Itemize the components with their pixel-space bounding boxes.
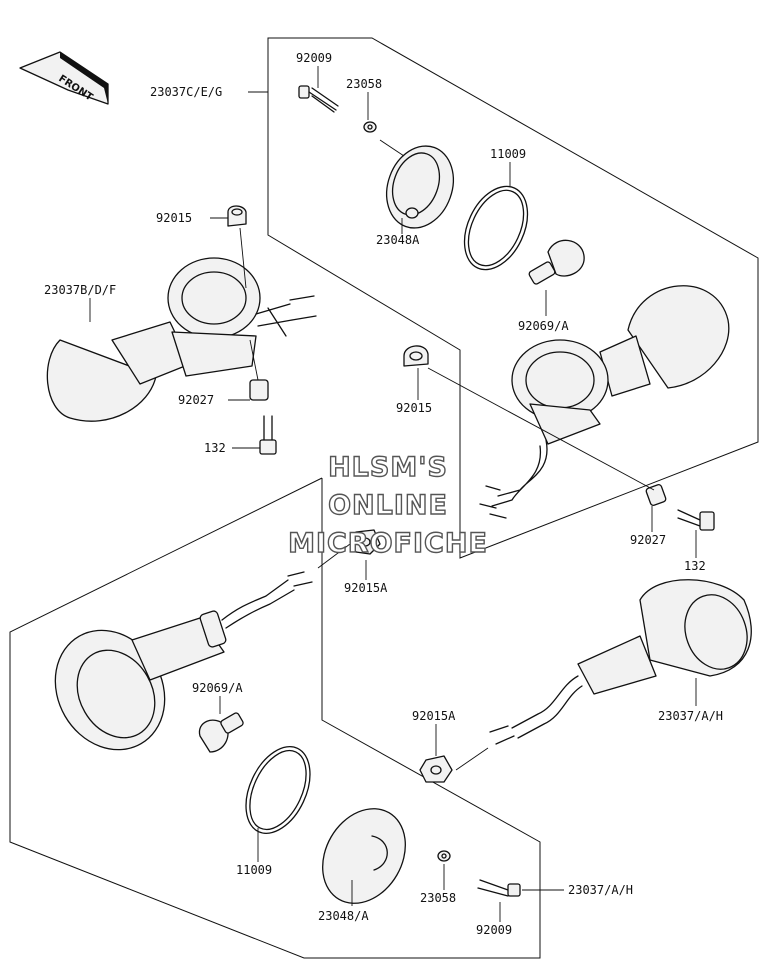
screw-92009-top-icon [298,85,339,113]
part-label-11009-bot: 11009 [236,863,272,877]
bolt-132-right-icon [677,509,715,531]
watermark: HLSM'S ONLINE MICROFICHE [287,451,488,559]
bolt-132-left-icon [259,415,277,455]
nut-92015-mid-icon [403,345,429,367]
part-label-92027-right: 92027 [630,533,666,547]
part-label-92069a-bot: 92069/A [192,681,243,695]
part-label-92015-left: 92015 [156,211,192,225]
lens-cover-23048a-top-icon [386,145,454,229]
upper-assembly-frame [267,37,759,559]
part-label-23037bdf: 23037B/D/F [44,283,116,297]
part-label-23037ah-bot: 23037/A/H [568,883,633,897]
o-ring-11009-bottom-icon [245,746,311,834]
part-label-132-left: 132 [204,441,226,455]
nut-92015-left-icon [227,205,247,227]
washer-23058-top-icon [363,121,377,133]
part-label-23048a-top: 23048A [376,233,420,247]
grommet-92027-right-icon [645,484,667,506]
turn-signal-body-lower-right-icon [489,579,752,745]
part-label-92009-bot: 92009 [476,923,512,937]
grommet-92027-left-icon [249,379,269,401]
leader-lines [89,66,697,922]
part-label-23058-bot: 23058 [420,891,456,905]
lower-assembly-frame [9,477,541,959]
part-label-92015-mid: 92015 [396,401,432,415]
part-label-92009-top: 92009 [296,51,332,65]
part-label-92069a-top: 92069/A [518,319,569,333]
turn-signal-body-upper-right-icon [479,285,730,519]
nut-92015a-mid-icon [349,529,381,555]
bulb-92069a-bottom-icon [198,712,244,753]
screw-92009-bottom-icon [477,879,521,897]
watermark-line-2: ONLINE [328,490,448,521]
part-label-92027-left: 92027 [178,393,214,407]
part-label-92015a-bot: 92015A [412,709,456,723]
part-label-23037ceg: 23037C/E/G [150,85,222,99]
part-label-23048a-bot: 23048/A [318,909,369,923]
part-label-23037ah-mid: 23037/A/H [658,709,723,723]
watermark-line-1: HLSM'S [328,452,448,483]
o-ring-11009-top-icon [463,185,529,271]
washer-23058-bottom-icon [437,850,451,862]
part-label-11009-top: 11009 [490,147,526,161]
lens-cover-23048a-bottom-icon [322,808,406,904]
part-label-92015a-mid: 92015A [344,581,388,595]
nut-92015a-bottom-icon [419,755,453,783]
turn-signal-body-lower-left-icon [54,571,313,751]
bulb-92069a-top-icon [528,239,585,285]
part-label-23058-top: 23058 [346,77,382,91]
watermark-line-3: MICROFICHE [288,528,488,559]
front-arrow-icon: FRONT [19,51,109,105]
turn-signal-body-upper-left-icon [46,257,317,422]
part-label-132-right: 132 [684,559,706,573]
